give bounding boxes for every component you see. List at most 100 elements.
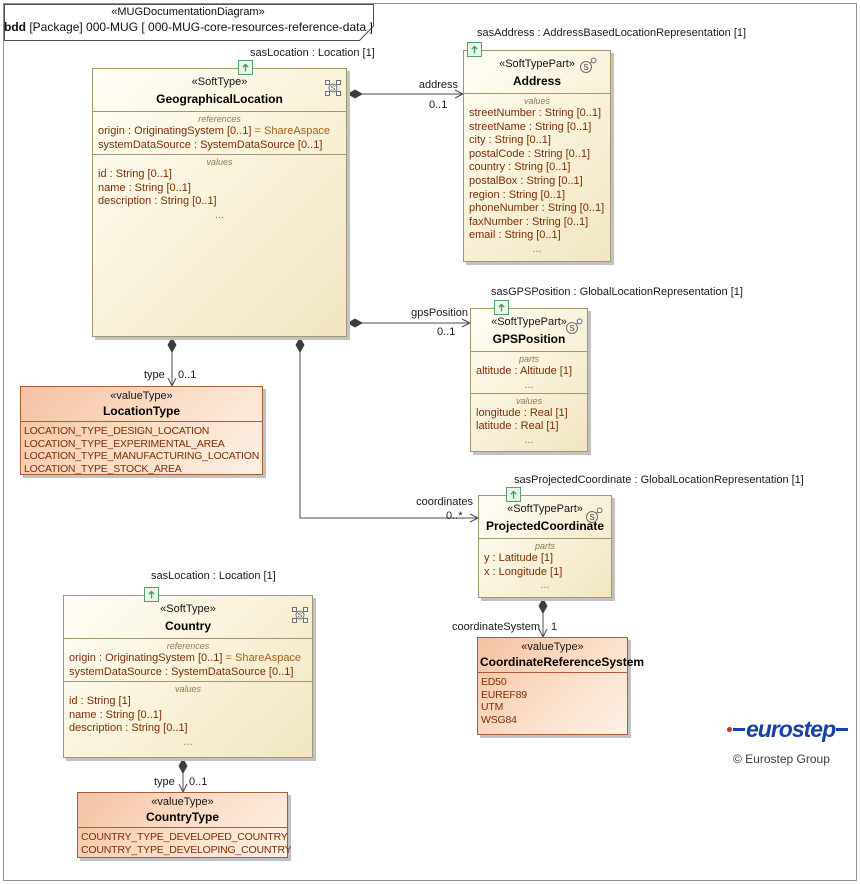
ellipsis-row: ... [183,735,193,748]
up-arrow-icon [467,42,482,57]
enum-location-type[interactable]: «valueType» LocationType LOCATION_TYPE_D… [20,386,263,475]
compartment-label: values [523,96,550,106]
ellipsis-row: ... [540,579,550,592]
enum-literal-row: LOCATION_TYPE_STOCK_AREA [24,463,182,476]
soft-type-part-icon: S [565,318,583,340]
class-name: CountryType [145,810,220,824]
stereotype-label: «SoftTypePart» [491,316,567,328]
ellipsis-row: ... [524,433,534,446]
enum-country-type[interactable]: «valueType» CountryType COUNTRY_TYPE_DEV… [77,792,292,859]
class-header: «valueType» CountryType [78,793,287,827]
attribute-row: id : String [0..1] [98,168,172,181]
attribute-row: name : String [0..1] [69,708,162,721]
stereotype-label: «SoftTypePart» [499,58,575,70]
multiplicity-coordinates: 0..* [446,510,463,522]
class-geographical-location[interactable]: S «SoftType» GeographicalLocation refere… [92,60,347,337]
role-label-sas-location-country: sasLocation : Location [1] [151,570,276,582]
attribute-row: altitude : Altitude [1] [476,365,573,377]
stereotype-label: «SoftType» [160,603,216,615]
diagram-frame-label: «MUGDocumentationDiagram» bdd [Package] … [4,5,373,36]
role-label-coordinates: coordinates [416,496,473,508]
class-header: «SoftType» Country [64,596,312,638]
attribute-row: phoneNumber : String [0..1] [469,202,605,215]
role-label-sas-projected-coordinate: sasProjectedCoordinate : GlobalLocationR… [514,474,804,486]
compartment-label: parts [534,541,555,551]
enum-literal-row: WSG84 [481,714,517,727]
svg-text:S: S [583,63,588,72]
role-label-address: address [418,79,458,91]
class-header: «SoftTypePart» GPSPosition [471,309,587,351]
class-projected-coordinate[interactable]: S «SoftTypePart» ProjectedCoordinate par… [478,487,612,598]
attribute-row: city : String [0..1] [469,134,551,147]
attribute-row: longitude : Real [1] [476,406,568,419]
stereotype-label: «SoftType» [191,76,248,88]
up-arrow-icon [238,60,253,75]
attribute-row: country : String [0..1] [469,161,571,174]
attribute-row: streetName : String [0..1] [469,120,592,133]
enum-coordinate-reference-system[interactable]: «valueType» CoordinateReferenceSystem ED… [477,637,644,735]
enum-literal-row: COUNTRY_TYPE_DEVELOPING_COUNTRY [81,843,292,856]
logo-wordmark: eurostep [746,716,836,742]
class-header: «valueType» CoordinateReferenceSystem [478,638,644,672]
enum-literal-row: EUREF89 [481,688,527,701]
multiplicity-gps-position: 0..1 [437,326,456,338]
attribute-row: y : Latitude [1] [484,552,554,564]
attribute-row: description : String [0..1] [98,195,217,208]
attribute-row: latitude : Real [1] [476,420,559,433]
enum-literal-row: LOCATION_TYPE_EXPERIMENTAL_AREA [24,437,225,450]
up-arrow-icon [144,587,159,602]
frame-title: bdd [Package] 000-MUG [ 000-MUG-core-res… [4,19,373,36]
class-header: «SoftTypePart» ProjectedCoordinate [479,496,611,538]
enum-literal-row: UTM [481,701,504,714]
up-arrow-icon [494,300,509,315]
compartment-label: values [206,157,233,168]
frame-title-text: [Package] 000-MUG [ 000-MUG-core-resourc… [26,20,373,34]
role-label-gps-position: gpsPosition [411,307,468,319]
copyright-text: © Eurostep Group [733,752,830,766]
enum-literal-row: ED50 [481,676,507,688]
structured-classifier-icon: S [292,607,308,628]
svg-text:S: S [331,86,336,93]
stereotype-label: «valueType» [110,390,173,402]
class-header: «SoftTypePart» Address [464,51,610,93]
eurostep-logo: eurostep [727,716,849,742]
ellipsis-row: ... [532,242,542,255]
stereotype-label: «valueType» [151,796,214,808]
enum-literal-row: LOCATION_TYPE_DESIGN_LOCATION [24,425,210,437]
attribute-row: faxNumber : String [0..1] [469,215,589,228]
multiplicity-type-country: 0..1 [189,776,208,788]
enum-literal-row: COUNTRY_TYPE_DEVELOPED_COUNTRY [81,831,288,843]
class-header: «SoftType» GeographicalLocation [93,69,346,111]
stereotype-label: «SoftTypePart» [507,503,583,515]
up-arrow-icon [506,487,521,502]
attribute-row: postalBox : String [0..1] [469,174,583,187]
attribute-row: x : Longitude [1] [484,565,563,578]
compartment-label: values [174,684,201,695]
diagram-frame-border [3,3,857,881]
soft-type-part-icon: S [579,57,597,79]
role-label-type-country: type [154,776,175,788]
frame-stereotype: «MUGDocumentationDiagram» [111,6,265,18]
attribute-row: postalCode : String [0..1] [469,147,591,160]
attribute-row: origin : OriginatingSystem [0..1] = Shar… [98,125,331,137]
multiplicity-type-location: 0..1 [178,369,197,381]
ellipsis-row: ... [214,208,225,221]
soft-type-part-icon: S [585,507,603,529]
role-label-type-location: type [144,369,165,381]
attribute-row: origin : OriginatingSystem [0..1] = Shar… [69,652,302,664]
stereotype-label: «valueType» [521,641,584,653]
multiplicity-coordinate-system: 1 [551,621,558,633]
